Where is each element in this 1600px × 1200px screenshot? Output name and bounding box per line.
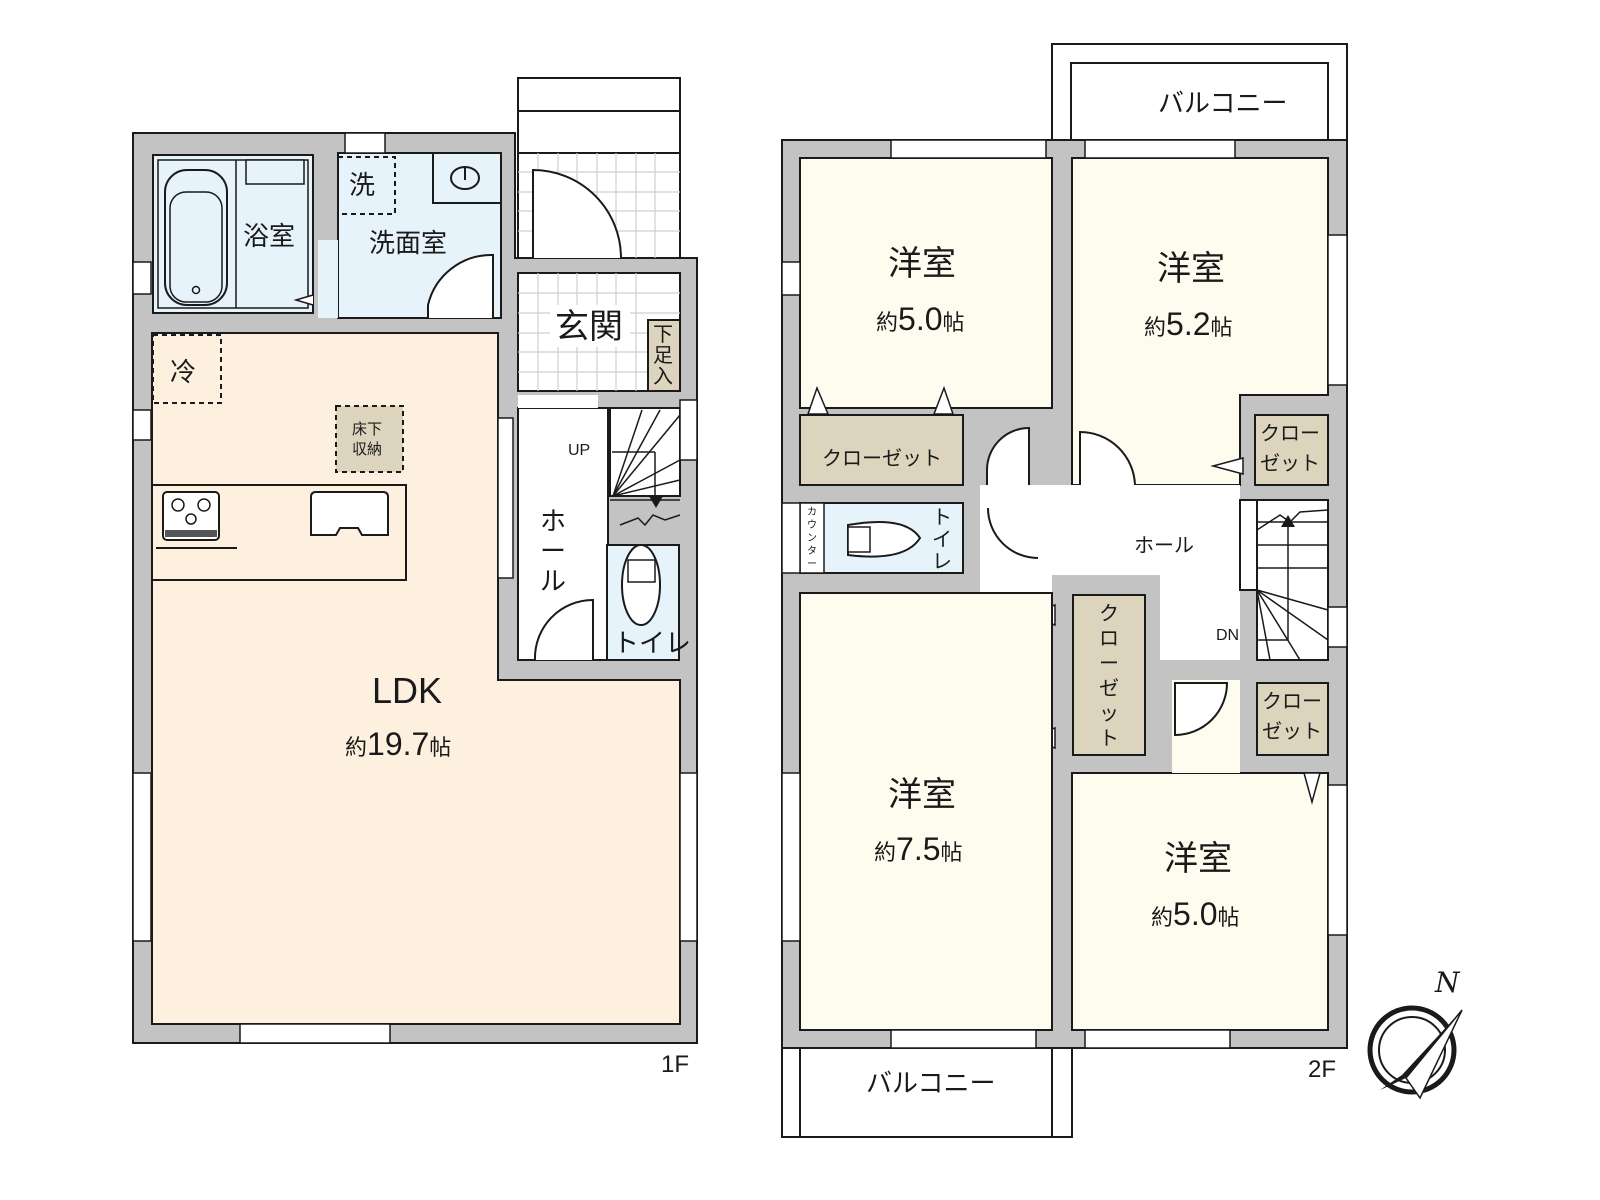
bath-label: 浴室 — [243, 222, 295, 252]
area-unit: 帖 — [1218, 906, 1240, 931]
sink-counter — [432, 152, 502, 204]
ldk-area-size: 19.7 — [367, 726, 429, 762]
washer-label: 洗 — [349, 171, 375, 201]
toilet-2f-label-1: ト — [932, 505, 952, 529]
counter-label: ウ — [807, 519, 817, 531]
closet-center-label: ッ — [1099, 701, 1119, 725]
area-unit: 帖 — [1211, 316, 1233, 341]
closet-center-label: ー — [1099, 651, 1119, 675]
hall-2f-label: ホール — [1134, 533, 1194, 557]
closet-se-label-1: クロー — [1262, 689, 1322, 713]
area-unit: 帖 — [941, 841, 963, 866]
room-se-label: 洋室 — [1164, 839, 1232, 879]
shoe-box-label-3: 入 — [653, 364, 673, 388]
floor-1-label: 1F — [661, 1051, 689, 1078]
underfloor-storage — [335, 405, 404, 473]
counter-label: ン — [807, 533, 817, 544]
area-prefix: 約 — [876, 311, 898, 336]
fridge-space — [152, 334, 222, 404]
shoe-box-label-1: 下 — [653, 322, 673, 346]
front-door-swing — [532, 168, 622, 259]
closet-center — [1072, 594, 1146, 756]
toilet-icon — [621, 544, 661, 626]
floor-2-label: 2F — [1308, 1056, 1336, 1083]
bathtub-icon — [164, 169, 228, 306]
kitchen-sink-icon — [310, 491, 389, 536]
closet-ne-label-2: ゼット — [1260, 451, 1320, 475]
closet-se — [1256, 682, 1329, 756]
room-nw — [799, 157, 1053, 409]
fridge-label: 冷 — [170, 358, 196, 388]
area-size: 5.2 — [1166, 306, 1210, 342]
closet-center-label: ク — [1099, 601, 1119, 625]
compass-north-label: N — [1434, 966, 1461, 999]
underfloor-label-1: 床下 — [352, 420, 382, 438]
balcony-top-label: バルコニー — [1158, 89, 1287, 119]
ldk-label: LDK — [372, 670, 442, 711]
closet-center-label: ト — [1099, 726, 1119, 750]
shoe-box-label-2: 足 — [653, 343, 673, 367]
porch — [517, 77, 681, 154]
area-size: 7.5 — [896, 831, 940, 867]
hall-2f — [980, 485, 1240, 660]
stove-icon — [162, 491, 220, 541]
compass-icon: N — [1367, 966, 1463, 1100]
closet-nw — [799, 414, 964, 486]
closet-center-label: ゼ — [1099, 676, 1119, 700]
room-se-area: 約5.0帖 — [1151, 896, 1240, 932]
hall-1f-label-1: ホ — [540, 507, 566, 537]
room-sw-area: 約7.5帖 — [874, 831, 963, 867]
counter-label: カ — [807, 506, 817, 518]
closet-ne-label-1: クロー — [1260, 421, 1320, 445]
room-se — [1071, 772, 1329, 1031]
ldk-area-unit: 帖 — [429, 736, 451, 761]
hall-1f-label-3: ル — [540, 567, 566, 597]
area-size: 5.0 — [898, 301, 942, 337]
room-nw-area: 約5.0帖 — [876, 301, 965, 337]
washer-space — [337, 156, 396, 215]
area-unit: 帖 — [943, 311, 965, 336]
ldk-area: 約19.7帖 — [345, 726, 451, 762]
closet-nw-label: クローゼット — [822, 446, 942, 470]
floor-2: バルコニー バルコニー 洋室 約5.0帖 クローゼット 洋室 約5.2帖 クロー… — [781, 43, 1348, 1138]
counter — [799, 502, 825, 574]
room-ne-area: 約5.2帖 — [1144, 306, 1233, 342]
area-prefix: 約 — [1144, 316, 1166, 341]
sink-icon — [450, 166, 480, 190]
room-nw-label: 洋室 — [888, 244, 956, 284]
balcony-bottom-label: バルコニー — [866, 1069, 995, 1099]
closet-se-label-2: ゼット — [1262, 719, 1322, 743]
ldk-area-prefix: 約 — [345, 736, 367, 761]
counter-label: タ — [807, 545, 817, 557]
closet-ne — [1254, 414, 1329, 486]
entrance-label: 玄関 — [555, 307, 623, 347]
area-prefix: 約 — [874, 841, 896, 866]
room-sw-label: 洋室 — [888, 775, 956, 815]
toilet-1f-label: トイレ — [613, 629, 691, 659]
area-size: 5.0 — [1173, 896, 1217, 932]
floor-1: 浴室 洗 洗面室 玄関 下 足 入 冷 床下 収納 — [132, 77, 698, 1078]
stairs-dn-label: DN — [1216, 627, 1239, 644]
area-prefix: 約 — [1151, 906, 1173, 931]
closet-center-label: ロ — [1099, 626, 1119, 650]
underfloor-label-2: 収納 — [352, 440, 382, 458]
stairs-up-label: UP — [568, 442, 590, 459]
shoe-box — [647, 319, 681, 392]
room-ne-label: 洋室 — [1157, 249, 1225, 289]
hall-1f-label-2: ー — [540, 537, 566, 567]
counter-label: ー — [807, 559, 817, 570]
toilet-2f-label-3: レ — [932, 549, 952, 573]
washroom-label: 洗面室 — [369, 229, 447, 259]
toilet-2f-label-2: イ — [932, 527, 952, 551]
